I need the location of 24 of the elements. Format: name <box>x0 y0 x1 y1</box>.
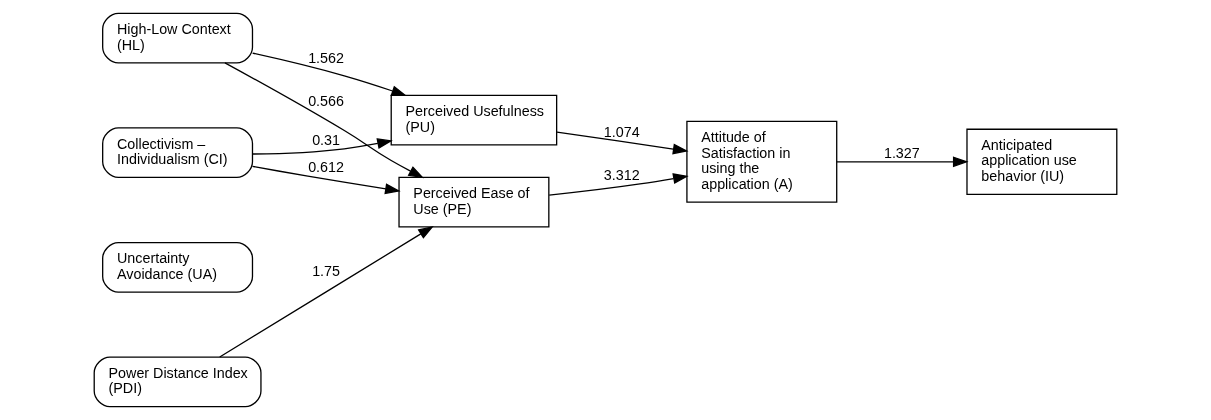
arrow <box>252 138 393 155</box>
node-box: High-Low Context (HL) <box>102 12 254 64</box>
arrow <box>548 173 689 196</box>
arrow <box>836 156 969 168</box>
edge-label: 3.312 <box>603 166 640 183</box>
edge-label: 0.31 <box>312 131 341 148</box>
edge-label: 1.074 <box>603 123 640 140</box>
arrow <box>224 62 425 179</box>
edge-label: 1.327 <box>883 144 920 161</box>
arrow <box>251 52 407 97</box>
node-box: Perceived Ease of Use (PE) <box>398 176 550 228</box>
arrow <box>219 225 434 358</box>
arrow <box>251 165 401 195</box>
node-box: Attitude of Satisfaction in using the application (A) <box>686 120 838 203</box>
edge-label: 1.562 <box>308 49 344 66</box>
edge-label: 0.566 <box>308 92 344 109</box>
node-box: Perceived Usefulness (PU) <box>390 94 558 146</box>
node-box: Collectivism – Individualism (CI) <box>102 127 254 179</box>
edge-label: 1.75 <box>312 263 341 280</box>
edge-label: 0.612 <box>308 158 344 175</box>
node-box: Power Distance Index (PDI) <box>93 356 262 408</box>
arrow <box>556 131 689 155</box>
node-box: Anticipated application use behavior (IU) <box>966 128 1118 195</box>
node-box: Uncertainty Avoidance (UA) <box>102 241 254 293</box>
